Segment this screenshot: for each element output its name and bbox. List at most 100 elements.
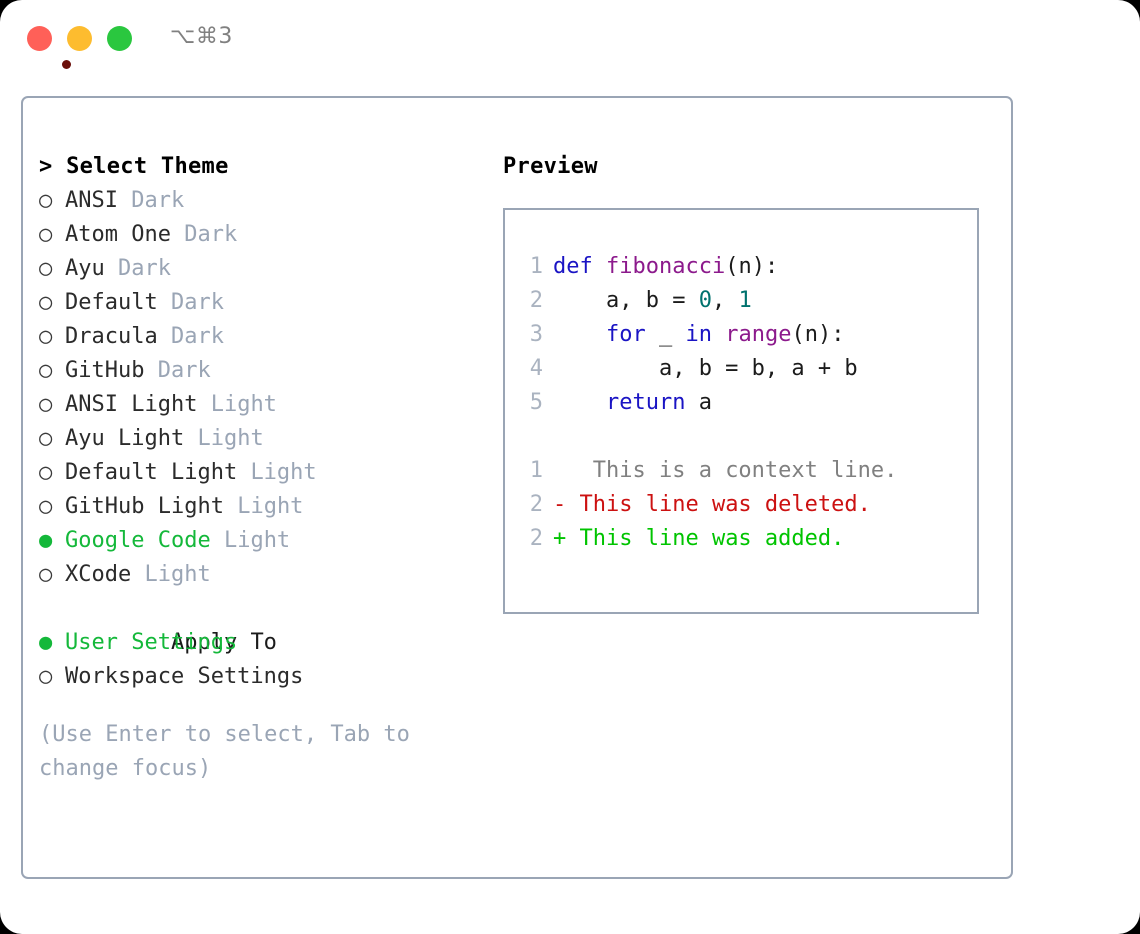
code-token bbox=[553, 390, 606, 415]
code-token: a bbox=[685, 390, 712, 415]
theme-spacer bbox=[131, 562, 144, 587]
radio-selected-icon[interactable]: ● bbox=[39, 630, 53, 655]
theme-spacer bbox=[184, 426, 197, 451]
code-line-number: 3 bbox=[529, 322, 543, 347]
theme-spacer bbox=[197, 392, 210, 417]
diff-sign bbox=[553, 458, 566, 483]
theme-kind-badge: Dark bbox=[157, 358, 211, 383]
theme-spacer bbox=[171, 222, 184, 247]
theme-list[interactable]: ○ANSI Dark○Atom One Dark○Ayu Dark○Defaul… bbox=[39, 184, 469, 592]
radio-empty-icon[interactable]: ○ bbox=[39, 358, 53, 383]
code-token: def bbox=[553, 254, 593, 279]
code-token: fibonacci bbox=[606, 254, 726, 279]
theme-spacer bbox=[224, 494, 237, 519]
diff-line-number: 2 bbox=[529, 492, 543, 517]
code-line: 5 return a bbox=[505, 386, 977, 420]
radio-selected-icon[interactable]: ● bbox=[39, 528, 53, 553]
radio-empty-icon[interactable]: ○ bbox=[39, 494, 53, 519]
theme-list-item[interactable]: ○ ANSI Light Light bbox=[39, 388, 469, 422]
diff-text: This line was added. bbox=[566, 526, 845, 551]
theme-list-item[interactable]: ○ XCode Light bbox=[39, 558, 469, 592]
theme-name: GitHub Light bbox=[65, 494, 224, 519]
theme-list-column: > Select Theme ○ANSI Dark○Atom One Dark○… bbox=[39, 150, 469, 786]
theme-spacer bbox=[105, 256, 118, 281]
code-line-number: 4 bbox=[529, 356, 543, 381]
radio-empty-icon[interactable]: ○ bbox=[39, 256, 53, 281]
theme-name: ANSI bbox=[65, 188, 118, 213]
apply-to-options[interactable]: ● User Settings ○ Workspace Settings bbox=[39, 626, 469, 694]
apply-to-option-label: User Settings bbox=[65, 630, 238, 655]
radio-empty-icon[interactable]: ○ bbox=[39, 392, 53, 417]
title-bar: ⌥⌘3 bbox=[0, 0, 1140, 78]
code-token: (n): bbox=[791, 322, 845, 347]
theme-spacer bbox=[158, 290, 171, 315]
radio-empty-icon[interactable]: ○ bbox=[39, 324, 53, 349]
apply-to-label: Apply To bbox=[170, 630, 277, 655]
apply-to-option-label: Workspace Settings bbox=[65, 664, 304, 689]
apply-to-option[interactable]: ● User Settings bbox=[39, 626, 469, 660]
theme-kind-badge: Light bbox=[210, 392, 277, 417]
theme-picker-panel: > Select Theme ○ANSI Dark○Atom One Dark○… bbox=[21, 96, 1013, 879]
theme-name: GitHub bbox=[65, 358, 145, 383]
maximize-button[interactable] bbox=[107, 26, 132, 51]
radio-empty-icon[interactable]: ○ bbox=[39, 426, 53, 451]
theme-name: Default Light bbox=[65, 460, 238, 485]
theme-spacer bbox=[158, 324, 171, 349]
theme-name: Atom One bbox=[65, 222, 171, 247]
minimize-button[interactable] bbox=[67, 26, 92, 51]
theme-name: XCode bbox=[65, 562, 132, 587]
radio-empty-icon[interactable]: ○ bbox=[39, 290, 53, 315]
radio-empty-icon[interactable]: ○ bbox=[39, 188, 53, 213]
theme-kind-badge: Dark bbox=[118, 256, 171, 281]
theme-kind-badge: Light bbox=[250, 460, 317, 485]
diff-sign: - bbox=[553, 492, 567, 517]
diff-line: 1 This is a context line. bbox=[505, 454, 977, 488]
preview-spacer bbox=[505, 420, 977, 454]
code-line: 3 for _ in range(n): bbox=[505, 318, 977, 352]
radio-empty-icon[interactable]: ○ bbox=[39, 562, 53, 587]
theme-list-item[interactable]: ○Default Dark bbox=[39, 286, 469, 320]
close-button[interactable] bbox=[27, 26, 71, 69]
theme-list-item[interactable]: ○ GitHub Light Light bbox=[39, 490, 469, 524]
theme-name: Google Code bbox=[65, 528, 211, 553]
theme-name: ANSI Light bbox=[65, 392, 198, 417]
code-token: , bbox=[711, 288, 739, 313]
theme-spacer bbox=[118, 188, 131, 213]
radio-empty-icon[interactable]: ○ bbox=[39, 460, 53, 485]
select-theme-heading: > Select Theme bbox=[39, 154, 229, 179]
code-token: range bbox=[725, 322, 792, 347]
radio-empty-icon[interactable]: ○ bbox=[39, 664, 53, 689]
theme-list-item[interactable]: ○ Dracula Dark bbox=[39, 320, 469, 354]
theme-kind-badge: Light bbox=[144, 562, 211, 587]
diff-text: This line was deleted. bbox=[566, 492, 871, 517]
apply-to-option[interactable]: ○ Workspace Settings bbox=[39, 660, 469, 694]
keyboard-hint-text: (Use Enter to select, Tab to change focu… bbox=[39, 722, 424, 781]
theme-list-item[interactable]: ○ GitHub Dark bbox=[39, 354, 469, 388]
theme-list-item[interactable]: ○ANSI Dark bbox=[39, 184, 469, 218]
radio-empty-icon[interactable]: ○ bbox=[39, 222, 53, 247]
theme-kind-badge: Dark bbox=[170, 324, 224, 349]
theme-list-item[interactable]: ○ Default Light Light bbox=[39, 456, 469, 490]
theme-name: Dracula bbox=[65, 324, 158, 349]
theme-list-item[interactable]: ○ Atom One Dark bbox=[39, 218, 469, 252]
code-line: 2 a, b = 0, 1 bbox=[505, 284, 977, 318]
code-token: return bbox=[605, 390, 686, 415]
theme-spacer bbox=[211, 528, 224, 553]
theme-name: Ayu Light bbox=[65, 426, 185, 451]
theme-list-item[interactable]: ○Ayu Light Light bbox=[39, 422, 469, 456]
code-token: in bbox=[685, 322, 712, 347]
diff-line: 2- This line was deleted. bbox=[505, 488, 977, 522]
recording-indicator-icon bbox=[62, 60, 71, 69]
theme-kind-badge: Light bbox=[237, 494, 304, 519]
theme-list-item[interactable]: ○Ayu Dark bbox=[39, 252, 469, 286]
diff-line: 2+ This line was added. bbox=[505, 522, 977, 556]
theme-list-item[interactable]: ●Google Code Light bbox=[39, 524, 469, 558]
code-line-number: 1 bbox=[529, 254, 543, 279]
code-token bbox=[593, 254, 606, 279]
code-token: (n): bbox=[725, 254, 779, 279]
theme-kind-badge: Dark bbox=[184, 222, 238, 247]
